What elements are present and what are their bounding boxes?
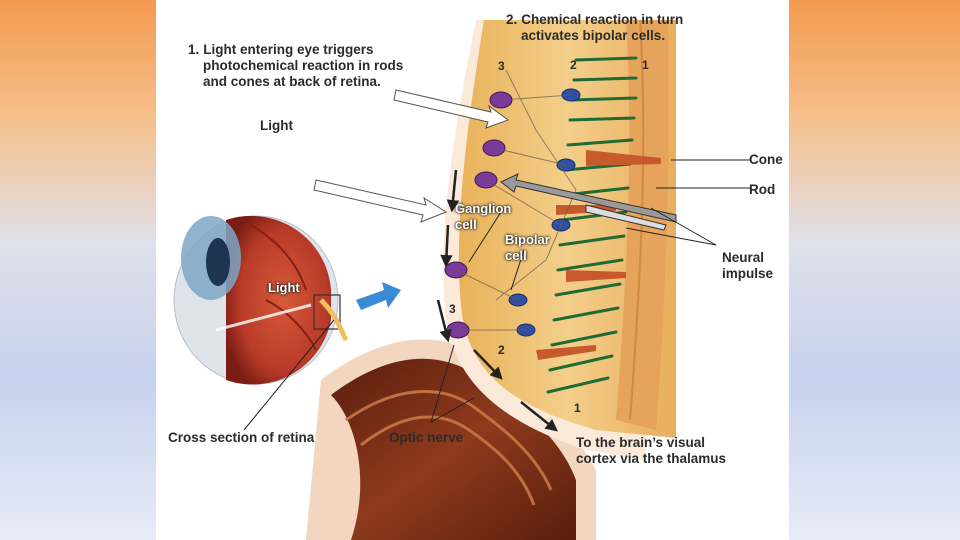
ganglion-cell-line2: cell (455, 217, 511, 233)
bipolar-cell-line2: cell (505, 248, 550, 264)
light-label-eye: Light (268, 280, 300, 296)
step1-number: 1. (188, 42, 199, 57)
step1-line1: Light entering eye triggers (203, 42, 373, 57)
brain-line2: cortex via the thalamus (576, 451, 726, 467)
cone-label: Cone (749, 152, 783, 168)
step2-line1: Chemical reaction in turn (521, 12, 683, 27)
optic-nerve-label: Optic nerve (389, 430, 463, 446)
slide: 1. Light entering eye triggers photochemi… (156, 0, 789, 540)
step2-number: 2. (506, 12, 517, 27)
step1-label: 1. Light entering eye triggers photochemi… (188, 42, 403, 90)
brain-line1: To the brain’s visual (576, 435, 726, 451)
layer-number-top-3: 3 (498, 59, 505, 73)
step1-line2: photochemical reaction in rods (188, 58, 403, 74)
bipolar-cell-line1: Bipolar (505, 232, 550, 248)
neural-impulse-label: Neural impulse (722, 250, 773, 282)
layer-number-top-1: 1 (642, 58, 649, 72)
neural-impulse-line1: Neural (722, 250, 773, 266)
layer-number-top-2: 2 (570, 58, 577, 72)
layer-number-side-2: 2 (498, 343, 505, 357)
rod-label: Rod (749, 182, 775, 198)
bipolar-cell-label: Bipolar cell (505, 232, 550, 264)
eyeball-illustration (174, 216, 346, 385)
ganglion-cell-label: Ganglion cell (455, 201, 511, 233)
layer-number-side-3: 3 (449, 302, 456, 316)
neural-impulse-line2: impulse (722, 266, 773, 282)
brain-label: To the brain’s visual cortex via the tha… (576, 435, 726, 467)
step2-label: 2. Chemical reaction in turn activates bi… (506, 12, 683, 44)
step2-line2: activates bipolar cells. (506, 28, 683, 44)
light-label-top: Light (260, 118, 293, 134)
layer-number-side-1: 1 (574, 401, 581, 415)
zoom-arrow (356, 282, 401, 310)
step1-line3: and cones at back of retina. (188, 74, 403, 90)
ganglion-cell-line1: Ganglion (455, 201, 511, 217)
cross-section-label: Cross section of retina (168, 430, 314, 446)
